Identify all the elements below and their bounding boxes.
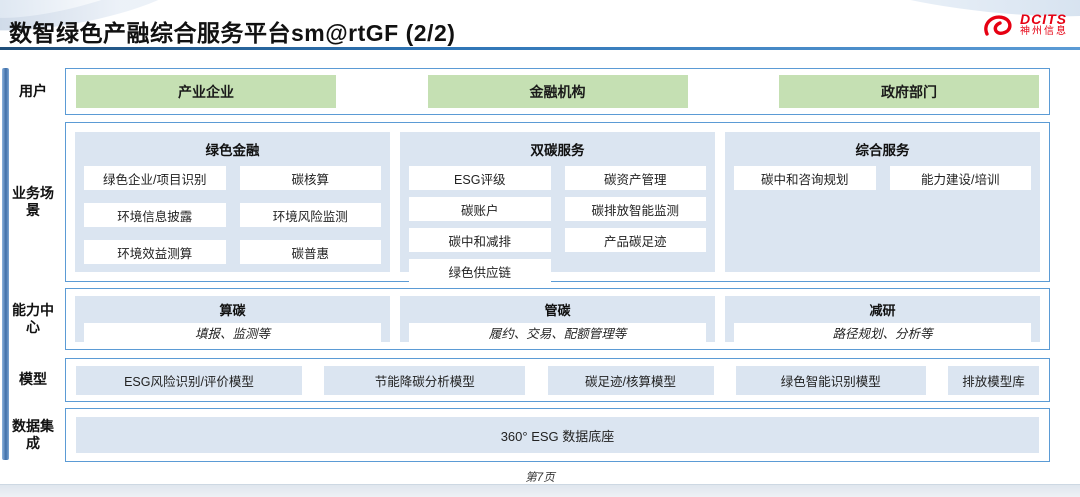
- panel-green-finance: 绿色金融 绿色企业/项目识别 碳核算 环境信息披露 环境风险监测 环境效益测算 …: [75, 132, 390, 272]
- company-logo: DCITS 神州信息: [980, 10, 1068, 40]
- data-integration-row: 360° ESG 数据底座: [65, 408, 1050, 462]
- row-label-data-integration: 数据集成: [12, 417, 54, 452]
- model-box: ESG风险识别/评价模型: [76, 365, 302, 395]
- dcits-swoosh-icon: [984, 15, 1012, 36]
- bottom-edge-band: [0, 484, 1080, 497]
- user-box-industry: 产业企业: [76, 75, 336, 108]
- left-accent-bar: [2, 68, 9, 460]
- panel-title: 双碳服务: [530, 143, 585, 158]
- user-box-financial: 金融机构: [427, 75, 688, 108]
- capability-desc: 路径规划、分析等: [734, 323, 1031, 342]
- capability-center-row: 算碳 填报、监测等 管碳 履约、交易、配额管理等 减研 路径规划、分析等: [65, 288, 1050, 350]
- scene-item: 碳账户: [409, 197, 551, 221]
- scene-item: 碳中和咨询规划: [734, 166, 876, 190]
- capability-title: 算碳: [219, 303, 246, 318]
- capability-desc: 履约、交易、配额管理等: [409, 323, 706, 342]
- panel-dual-carbon-services: 双碳服务 ESG评级 碳资产管理 碳账户 碳排放智能监测 碳中和减排 产品碳足迹…: [400, 132, 715, 283]
- panel-title: 绿色金融: [205, 143, 260, 158]
- row-label-business-scenes: 业务场景: [12, 184, 54, 219]
- scene-item: 环境效益测算: [84, 240, 226, 264]
- scene-item: 碳中和减排: [409, 228, 551, 252]
- model-box: 排放模型库: [948, 365, 1039, 395]
- scene-item: ESG评级: [409, 166, 551, 190]
- capability-title: 管碳: [544, 303, 571, 318]
- scene-item: 环境风险监测: [239, 203, 381, 227]
- business-scenes-row: 绿色金融 绿色企业/项目识别 碳核算 环境信息披露 环境风险监测 环境效益测算 …: [65, 122, 1050, 283]
- title-underline: [0, 47, 1080, 50]
- row-label-models: 模型: [19, 371, 47, 388]
- page-number: 第7页: [525, 472, 555, 484]
- capability-panel-calculate-carbon: 算碳 填报、监测等: [75, 296, 390, 342]
- scene-item: 碳核算: [239, 166, 381, 190]
- esg-data-base-box: 360° ESG 数据底座: [76, 417, 1039, 453]
- model-box: 节能降碳分析模型: [324, 365, 526, 395]
- model-box: 绿色智能识别模型: [735, 365, 926, 395]
- scene-item: 绿色供应链: [409, 259, 551, 283]
- scene-item: 环境信息披露: [84, 203, 226, 227]
- capability-panel-reduce-research: 减研 路径规划、分析等: [725, 296, 1040, 342]
- page-title: 数智绿色产融综合服务平台sm@rtGF (2/2): [9, 20, 456, 46]
- scene-item: 能力建设/培训: [889, 166, 1031, 190]
- slide-header: 数智绿色产融综合服务平台sm@rtGF (2/2) DCITS 神州信息: [0, 0, 1080, 47]
- models-row: ESG风险识别/评价模型 节能降碳分析模型 碳足迹/核算模型 绿色智能识别模型 …: [65, 358, 1050, 402]
- row-label-users: 用户: [19, 82, 47, 99]
- capability-panel-manage-carbon: 管碳 履约、交易、配额管理等: [400, 296, 715, 342]
- user-box-government: 政府部门: [779, 75, 1039, 108]
- scene-item: 绿色企业/项目识别: [84, 166, 226, 190]
- users-row: 产业企业 金融机构 政府部门: [65, 68, 1050, 115]
- logo-company-text: 神州信息: [1020, 26, 1068, 38]
- panel-comprehensive-services: 综合服务 碳中和咨询规划 能力建设/培训: [725, 132, 1040, 272]
- row-label-capability-center: 能力中心: [12, 301, 54, 336]
- scene-item: 碳排放智能监测: [564, 197, 706, 221]
- capability-title: 减研: [869, 303, 896, 318]
- scene-item: 碳资产管理: [564, 166, 706, 190]
- scene-item: 碳普惠: [239, 240, 381, 264]
- capability-desc: 填报、监测等: [84, 323, 381, 342]
- logo-brand-text: DCITS: [1020, 11, 1067, 28]
- panel-title: 综合服务: [855, 143, 910, 158]
- model-box: 碳足迹/核算模型: [547, 365, 714, 395]
- scene-item: 产品碳足迹: [564, 228, 706, 252]
